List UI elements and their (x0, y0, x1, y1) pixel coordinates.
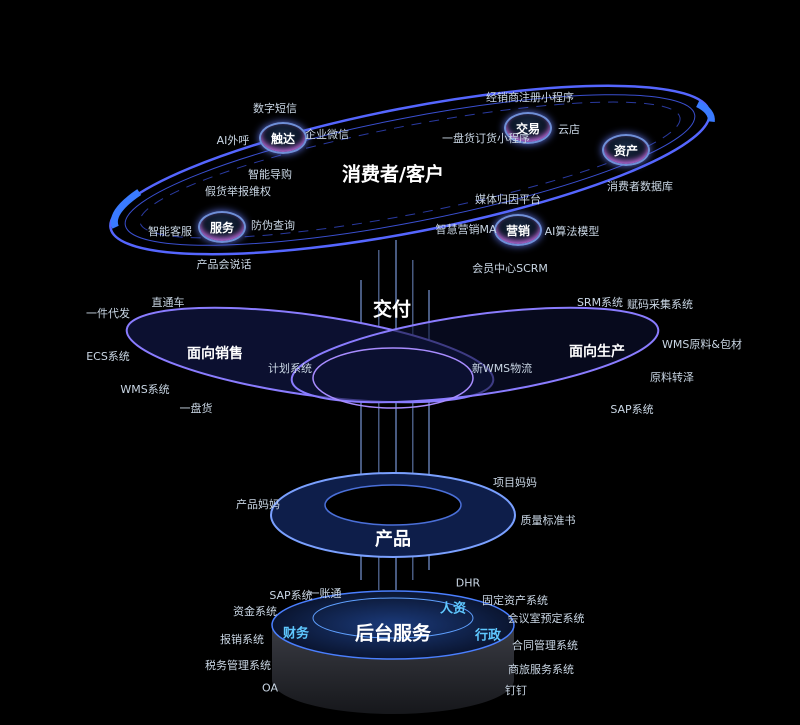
product-ring (270, 472, 516, 558)
backend-label: SAP系统 (269, 589, 313, 602)
consumer-label: 一盘货订货小程序 (442, 132, 530, 145)
backend-label: 资金系统 (233, 605, 277, 618)
light-particles (360, 240, 430, 590)
delivery-label: ECS系统 (86, 350, 130, 363)
node-trade[interactable]: 交易 (504, 112, 552, 144)
node-marketing[interactable]: 营销 (494, 214, 542, 246)
consumer-label: 防伪查询 (251, 219, 295, 232)
backend-label: OA (262, 681, 278, 695)
consumer-label: 消费者数据库 (607, 180, 673, 193)
node-service[interactable]: 服务 (198, 211, 246, 243)
consumer-label: AI外呼 (216, 134, 250, 147)
node-reach[interactable]: 触达 (259, 122, 307, 154)
delivery-lenses (125, 306, 660, 409)
backend-label: 钉钉 (505, 684, 527, 697)
consumer-label: 经销商注册小程序 (486, 91, 574, 104)
backend-section-hr: 人资 (439, 601, 467, 617)
delivery-production-title: 面向生产 (569, 344, 625, 360)
consumer-label: 会员中心SCRM (472, 262, 548, 275)
delivery-label: WMS原料&包材 (662, 338, 742, 351)
delivery-label: 原料转泽 (650, 371, 694, 384)
consumer-label: AI算法模型 (544, 225, 600, 238)
backend-label: DHR (455, 576, 481, 590)
consumer-label: 智慧营销MA (435, 223, 497, 236)
delivery-sales-title: 面向销售 (187, 346, 243, 362)
product-label: 产品妈妈 (236, 498, 280, 511)
delivery-label: SRM系统 (576, 296, 624, 309)
product-label: 质量标准书 (520, 514, 576, 527)
delivery-label: SAP系统 (610, 403, 654, 416)
consumer-ring (109, 84, 715, 256)
consumer-label: 数字短信 (253, 102, 297, 115)
consumer-label: 产品会说话 (196, 258, 252, 271)
delivery-label: 赋码采集系统 (627, 298, 693, 311)
consumer-title: 消费者/客户 (342, 163, 444, 186)
backend-section-finance: 财务 (282, 626, 310, 642)
backend-label: 税务管理系统 (205, 659, 271, 672)
backend-label: 会议室预定系统 (507, 612, 585, 625)
backend-title: 后台服务 (354, 622, 432, 645)
consumer-label: 智能导购 (248, 168, 292, 181)
delivery-label: 一盘货 (179, 402, 213, 415)
backend-disc (271, 590, 515, 714)
consumer-label: 企业微信 (305, 128, 349, 141)
backend-label: 合同管理系统 (512, 639, 578, 652)
consumer-label: 智能客服 (148, 225, 192, 238)
consumer-label: 假货举报维权 (205, 185, 271, 198)
backend-section-admin: 行政 (474, 628, 502, 644)
product-title: 产品 (375, 529, 411, 550)
backend-label: 商旅服务系统 (508, 663, 574, 676)
delivery-label: WMS系统 (120, 383, 170, 396)
delivery-label: 一件代发 (86, 307, 130, 320)
node-assets[interactable]: 资产 (602, 134, 650, 166)
backend-label: 报销系统 (220, 633, 264, 646)
delivery-label: 新WMS物流 (471, 362, 533, 375)
delivery-label: 计划系统 (268, 362, 312, 375)
product-label: 项目妈妈 (493, 476, 537, 489)
consumer-label: 云店 (558, 123, 580, 136)
delivery-label: 直通车 (151, 296, 185, 309)
backend-label: 一账通 (308, 587, 342, 600)
delivery-title: 交付 (372, 298, 412, 321)
backend-label: 固定资产系统 (482, 594, 548, 607)
consumer-label: 媒体归因平台 (475, 193, 541, 206)
